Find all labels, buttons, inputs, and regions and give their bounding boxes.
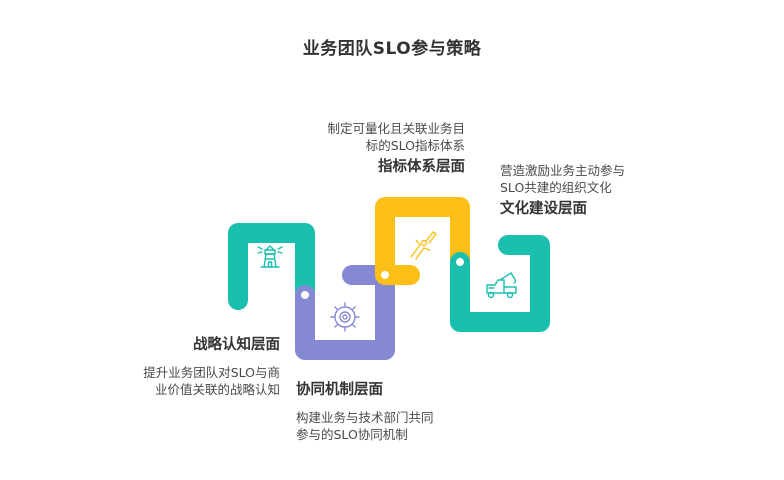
section-heading: 指标体系层面 — [378, 159, 465, 175]
tow-truck-icon — [486, 272, 517, 299]
section-description-line: 制定可量化且关联业务目 — [327, 121, 465, 136]
segment-strategic — [228, 223, 315, 310]
diagram-title: 业务团队SLO参与策略 — [302, 39, 482, 59]
section-description-line: 构建业务与技术部门共同 — [296, 410, 434, 425]
section-description-line: 业价值关联的战略认知 — [154, 382, 280, 397]
section-description-line: 营造激励业务主动参与 — [500, 163, 626, 178]
section-description-line: 提升业务团队对SLO与商 — [143, 365, 280, 380]
section-description-line: 标的SLO指标体系 — [365, 138, 465, 153]
section-heading: 文化建设层面 — [500, 201, 587, 217]
segment-culture — [450, 235, 550, 332]
connector-dot — [456, 258, 464, 266]
section-culture: 营造激励业务主动参与 SLO共建的组织文化 文化建设层面 — [500, 162, 690, 219]
section-heading: 协同机制层面 — [296, 382, 383, 398]
connector-dot — [301, 291, 309, 299]
segment-collaboration — [295, 265, 395, 360]
lighthouse-icon — [257, 245, 283, 268]
segment-metrics — [375, 197, 470, 285]
section-strategic: 战略认知层面 提升业务团队对SLO与商 业价值关联的战略认知 — [110, 335, 280, 398]
section-collaboration: 协同机制层面 构建业务与技术部门共同 参与的SLO协同机制 — [296, 380, 486, 443]
section-metrics: 制定可量化且关联业务目 标的SLO指标体系 指标体系层面 — [270, 120, 465, 177]
section-heading: 战略认知层面 — [193, 337, 280, 353]
pliers-icon — [410, 231, 437, 260]
section-description-line: SLO共建的组织文化 — [500, 180, 612, 195]
connector-dot — [381, 271, 389, 279]
gear-icon — [330, 302, 360, 332]
section-description-line: 参与的SLO协同机制 — [296, 427, 408, 442]
